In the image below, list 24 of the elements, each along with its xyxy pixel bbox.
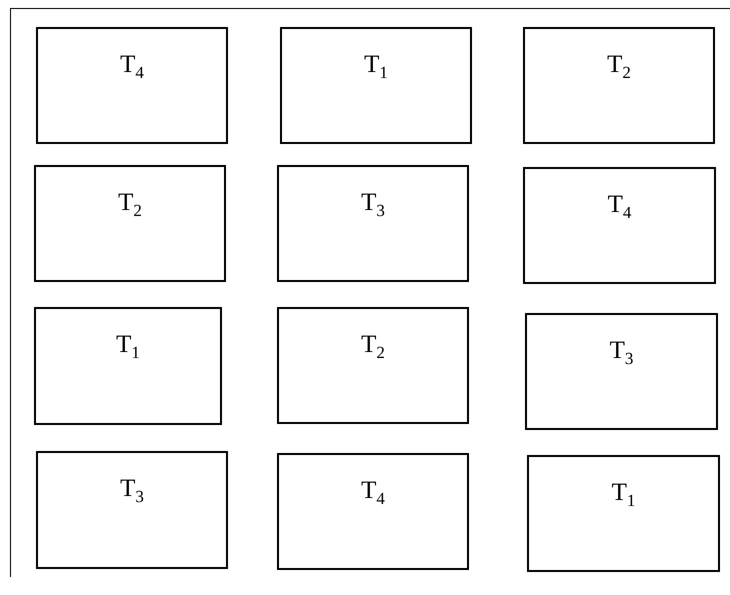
box-label: T$_{1}$ <box>612 479 636 511</box>
rectangle-box <box>523 167 716 284</box>
box-label: T$_{4}$ <box>361 477 385 509</box>
rectangle-box <box>36 27 228 144</box>
rectangle-box <box>277 307 469 424</box>
rectangle-box <box>34 307 222 425</box>
box-label: T$_{3}$ <box>120 475 144 507</box>
rectangle-box <box>280 27 472 144</box>
rectangle-box <box>36 451 228 569</box>
box-label: T$_{2}$ <box>361 331 385 363</box>
rectangle-box <box>277 453 469 570</box>
box-label: T$_{2}$ <box>118 189 142 221</box>
rectangle-box <box>523 27 715 144</box>
rectangle-box <box>34 165 226 282</box>
box-label: T$_{3}$ <box>361 189 385 221</box>
box-label: T$_{4}$ <box>120 51 144 83</box>
box-label: T$_{3}$ <box>610 337 634 369</box>
box-label: T$_{2}$ <box>607 51 631 83</box>
rectangle-box <box>525 313 718 430</box>
box-label: T$_{1}$ <box>116 331 140 363</box>
rectangle-box <box>527 455 720 572</box>
box-label: T$_{4}$ <box>608 191 632 223</box>
rectangle-box <box>277 165 469 282</box>
box-label: T$_{1}$ <box>364 51 388 83</box>
